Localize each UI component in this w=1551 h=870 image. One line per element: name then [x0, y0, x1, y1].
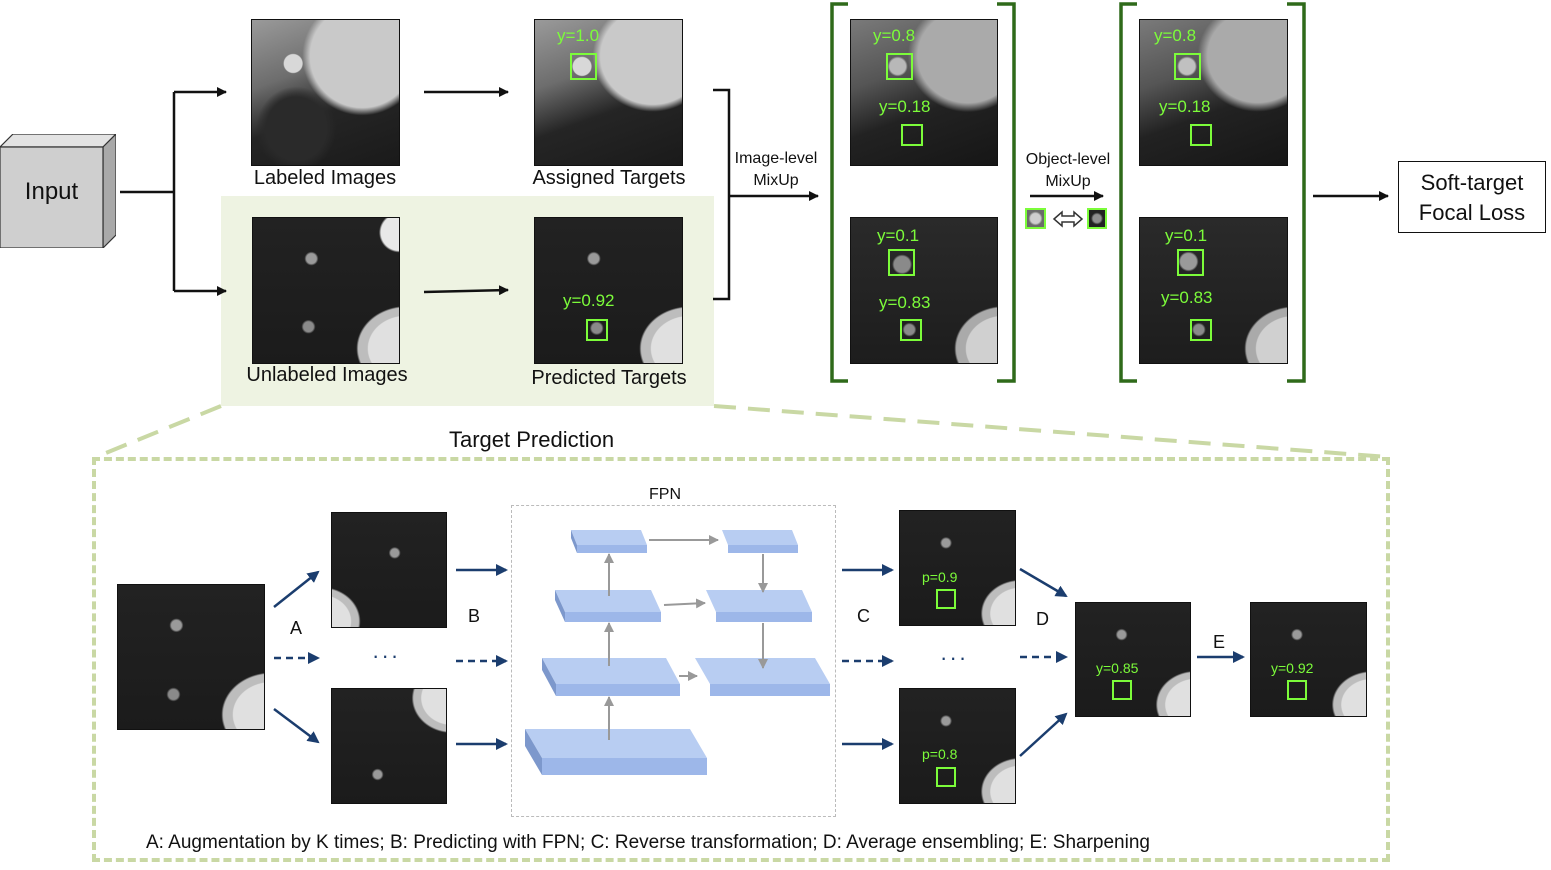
ensembled-value: y=0.85	[1096, 660, 1139, 676]
step-c-label: C	[857, 606, 870, 626]
mixup1-top-box-2	[901, 124, 923, 146]
mixup1-bottom-box-1	[888, 249, 915, 276]
step-d-label: D	[1036, 609, 1049, 629]
input-box: Input	[0, 134, 116, 248]
target-prediction-box	[92, 457, 1390, 862]
object-patch-unlabeled	[1087, 208, 1107, 229]
mixup1-bottom-box-2	[900, 319, 922, 341]
ensembled-box	[1112, 680, 1132, 700]
predicted-target-box	[586, 319, 608, 341]
fpn-box	[511, 505, 836, 817]
unlabeled-image	[252, 217, 400, 364]
mixup1-top-value-2: y=0.18	[879, 97, 931, 116]
target-prediction-title: Target Prediction	[449, 427, 615, 452]
labeled-images-label: Labeled Images	[253, 167, 397, 189]
sharpened-value: y=0.92	[1271, 660, 1314, 676]
step-b-label: B	[468, 606, 481, 626]
assigned-target-value: y=1.0	[557, 26, 600, 45]
ellipsis-left: · · ·	[372, 643, 398, 668]
mixup2-bottom-image: y=0.1 y=0.83	[1139, 217, 1288, 364]
mixup2-bottom-box-2	[1190, 319, 1212, 341]
zoom-lines	[95, 404, 1389, 459]
image-level-mixup-label: Image-level MixUp	[728, 148, 824, 192]
input-label: Input	[24, 178, 79, 205]
mixup1-bottom-value-2: y=0.83	[879, 293, 931, 312]
mixup1-top-box-1	[886, 53, 913, 80]
merge-bracket	[713, 88, 1389, 301]
input-split-arrows	[120, 87, 509, 296]
mixup1-bottom-value-1: y=0.1	[877, 226, 920, 245]
augmented-image-1	[331, 512, 447, 628]
fpn-label: FPN	[649, 486, 681, 503]
prediction-arrows	[273, 564, 1245, 757]
prob-value-2: p=0.8	[922, 746, 958, 762]
ellipsis-right: · · ·	[940, 645, 966, 670]
mixup1-bottom-image: y=0.1 y=0.83	[850, 217, 998, 364]
mixup-brackets	[830, 2, 1306, 383]
image-level-mixup-line1: Image-level	[734, 150, 818, 167]
loss-box: Soft-target Focal Loss	[1398, 161, 1546, 233]
fpn-arrows	[604, 535, 768, 740]
unlabeled-images-label: Unlabeled Images	[246, 364, 408, 386]
mixup1-top-image: y=0.8 y=0.18	[850, 19, 998, 166]
mixup2-bottom-box-1	[1177, 249, 1204, 276]
source-image	[117, 584, 265, 730]
mixup2-top-box-1	[1174, 53, 1201, 80]
step-a-label: A	[290, 618, 303, 638]
mixup2-top-value-2: y=0.18	[1159, 97, 1211, 116]
object-level-mixup-line2: MixUp	[1045, 173, 1091, 190]
sharpened-image: y=0.92	[1250, 602, 1367, 717]
mixup1-top-value-1: y=0.8	[873, 26, 916, 45]
object-patch-labeled	[1025, 208, 1046, 229]
loss-line2: Focal Loss	[1418, 200, 1526, 225]
fpn-blocks	[525, 530, 830, 775]
image-level-mixup-line2: MixUp	[753, 172, 799, 189]
labeled-image	[251, 19, 400, 166]
predicted-targets-label: Predicted Targets	[531, 367, 687, 389]
object-level-mixup-line1: Object-level	[1025, 151, 1111, 168]
mixup2-bottom-value-2: y=0.83	[1161, 288, 1213, 307]
augmented-image-2	[331, 688, 447, 804]
object-level-mixup-label: Object-level MixUp	[1017, 149, 1119, 193]
mixup2-bottom-value-1: y=0.1	[1165, 226, 1208, 245]
step-e-label: E	[1213, 632, 1226, 652]
ensembled-image: y=0.85	[1075, 602, 1191, 717]
assigned-target-box	[570, 53, 597, 80]
prob-value-1: p=0.9	[922, 569, 958, 585]
predicted-targets-image: y=0.92	[534, 217, 683, 364]
mixup2-top-box-2	[1190, 124, 1212, 146]
reversed-image-1: p=0.9	[899, 510, 1016, 626]
mixup2-top-value-1: y=0.8	[1154, 26, 1197, 45]
assigned-targets-label: Assigned Targets	[532, 167, 686, 189]
reversed-image-2: p=0.8	[899, 688, 1016, 804]
prob-box-1	[936, 589, 956, 609]
prediction-caption: A: Augmentation by K times; B: Predictin…	[146, 832, 1150, 853]
loss-line1: Soft-target	[1420, 170, 1524, 195]
object-swap-icon	[1052, 210, 1084, 228]
predicted-target-value: y=0.92	[563, 291, 615, 310]
sharpened-box	[1287, 680, 1307, 700]
assigned-targets-image: y=1.0	[534, 19, 683, 166]
mixup2-top-image: y=0.8 y=0.18	[1139, 19, 1288, 166]
prob-box-2	[936, 767, 956, 787]
